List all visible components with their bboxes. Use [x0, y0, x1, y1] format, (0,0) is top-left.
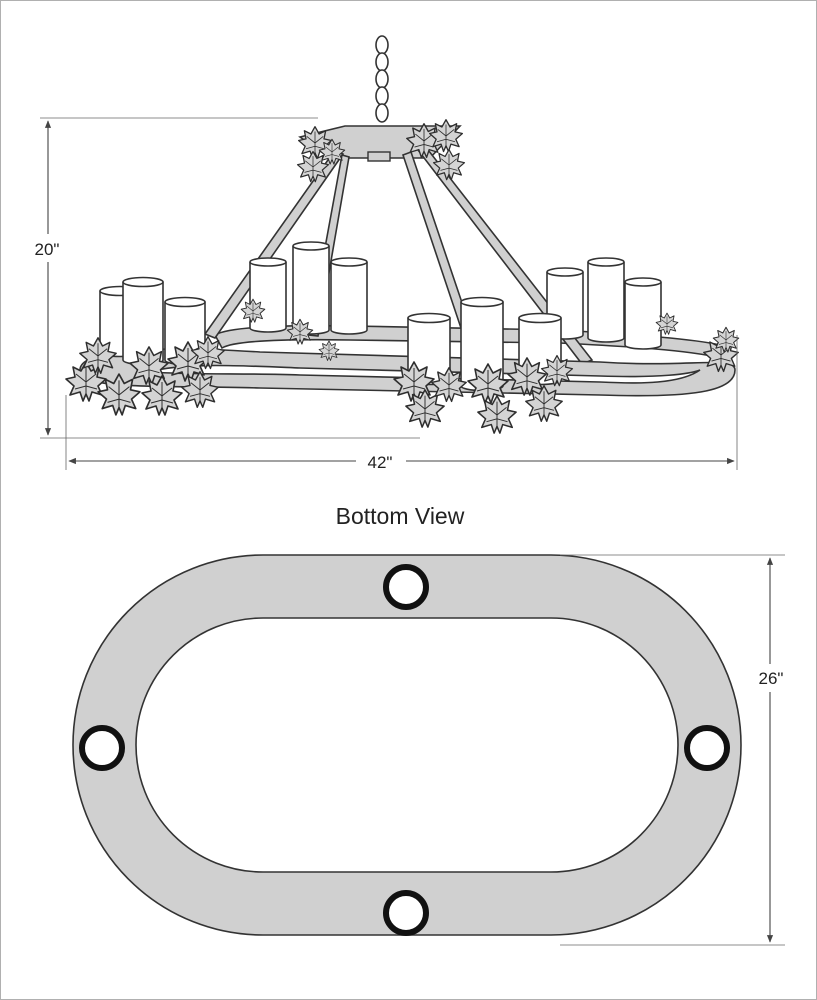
depth-dimension: [560, 554, 794, 946]
height-label: 20": [35, 240, 60, 259]
candle-socket-left: [79, 725, 125, 771]
bottom-view-title: Bottom View: [336, 503, 465, 529]
candle-socket-bottom: [383, 890, 429, 936]
candle-socket-top: [383, 564, 429, 610]
depth-label: 26": [759, 669, 784, 688]
candles-back: [249, 241, 662, 350]
width-label: 42": [368, 453, 393, 472]
top-hub: [367, 151, 391, 162]
ring-outline: [72, 554, 742, 936]
width-dimension: [65, 335, 738, 474]
side-view: 20" 42": [24, 35, 740, 474]
candle-socket-right: [684, 725, 730, 771]
bottom-view: 26": [72, 554, 794, 946]
height-dimension: [24, 117, 420, 439]
hanging-chain: [375, 35, 389, 123]
